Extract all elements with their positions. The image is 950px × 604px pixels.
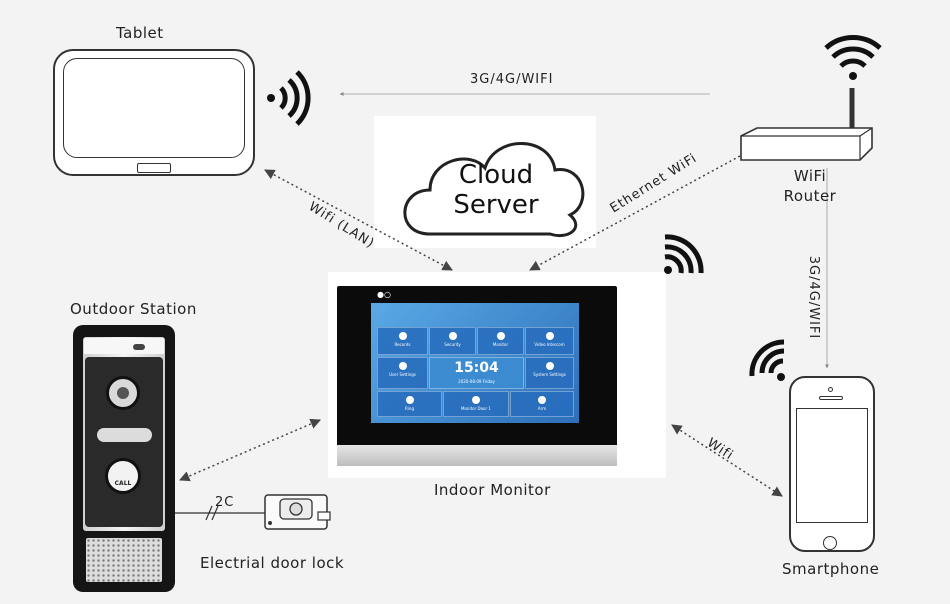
tile-user-settings: User Settings <box>377 357 428 389</box>
outdoor-top-strip <box>84 338 164 354</box>
screen-time: 15:04 <box>454 360 499 376</box>
tile-security: Security <box>429 327 476 355</box>
monitor-base <box>337 445 617 466</box>
edge-tablet-monitor <box>264 169 453 271</box>
label-door-lock: Electrial door lock <box>200 554 345 572</box>
tile-video-intercom: Video Intercom <box>525 327 574 355</box>
phone-home-button <box>823 536 837 550</box>
wifi-icon <box>824 35 882 80</box>
door-lock-icon <box>264 494 331 530</box>
router-icon <box>740 88 873 161</box>
edge-phone-monitor <box>671 424 783 497</box>
wifi-icon <box>749 339 785 381</box>
cloud-icon <box>403 142 585 237</box>
camera-lens <box>106 376 140 410</box>
label-tablet: Tablet <box>116 24 164 42</box>
screen-date: 2020-08-09 Friday <box>458 379 495 384</box>
outdoor-led <box>133 344 145 350</box>
screen-status-icons: ●○ <box>377 290 391 299</box>
tile-ring: Ring <box>377 391 442 417</box>
phone-camera <box>828 387 833 392</box>
tile-monitor: Monitor <box>477 327 524 355</box>
call-button-icon: CALL <box>105 458 141 494</box>
label-edge-router-tablet: 3G/4G/WIFI <box>470 72 554 87</box>
wifi-icon <box>267 70 311 126</box>
tablet-device <box>53 49 255 176</box>
tablet-screen <box>63 58 245 158</box>
name-plate <box>97 428 152 442</box>
tile-monitor-door: Monitor Door 1 <box>443 391 509 417</box>
tile-clock <box>429 357 524 389</box>
label-indoor-monitor: Indoor Monitor <box>434 481 551 499</box>
phone-speaker <box>819 396 843 400</box>
tile-system-settings: System Settings <box>525 357 574 389</box>
tile-arm: Arm <box>510 391 574 417</box>
edge-outdoor-monitor <box>179 418 321 482</box>
tablet-home-button <box>137 163 171 173</box>
phone-screen <box>796 408 868 523</box>
label-edge-outdoor-lock: 2C <box>215 495 235 510</box>
label-smartphone: Smartphone <box>782 560 880 578</box>
label-router: WiFi Router <box>783 167 837 205</box>
label-edge-router-phone: 3G/4G/WIFI <box>806 255 822 340</box>
speaker-grille <box>86 538 162 582</box>
wifi-icon <box>664 234 704 274</box>
label-outdoor-station: Outdoor Station <box>70 300 197 318</box>
cloud-server-label: Cloud Server <box>453 160 539 220</box>
tile-records: Records <box>377 327 428 355</box>
